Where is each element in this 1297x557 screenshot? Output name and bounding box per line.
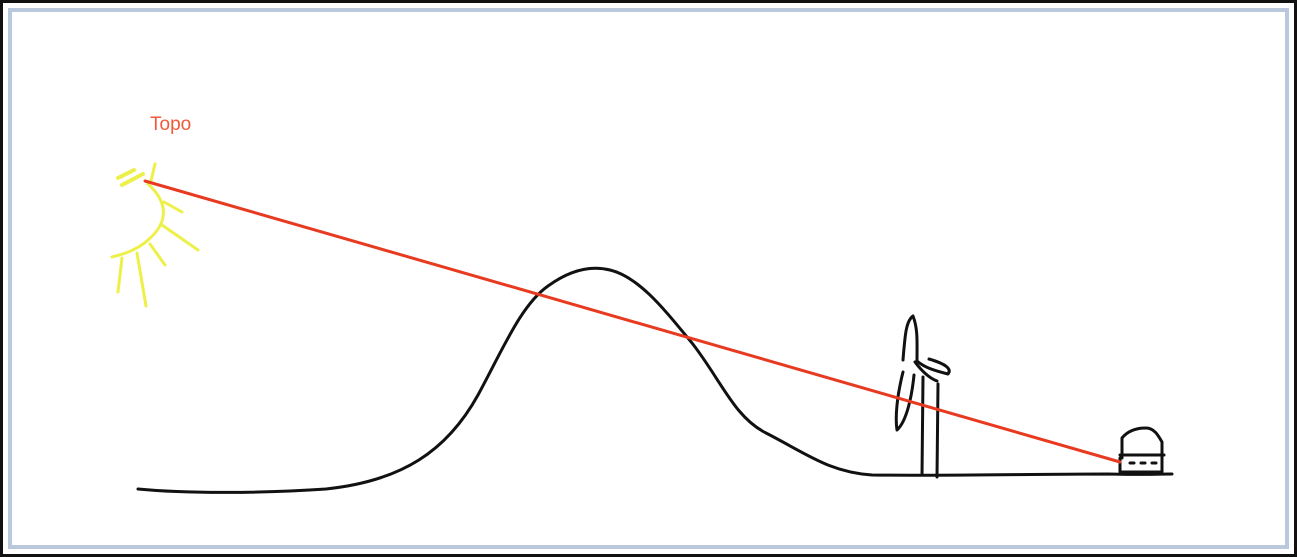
house-icon	[1120, 428, 1164, 472]
terrain-profile	[138, 268, 1172, 492]
topo-label: Topo	[150, 114, 191, 135]
line-of-sight	[145, 181, 1120, 462]
wind-turbine-icon	[896, 316, 949, 477]
